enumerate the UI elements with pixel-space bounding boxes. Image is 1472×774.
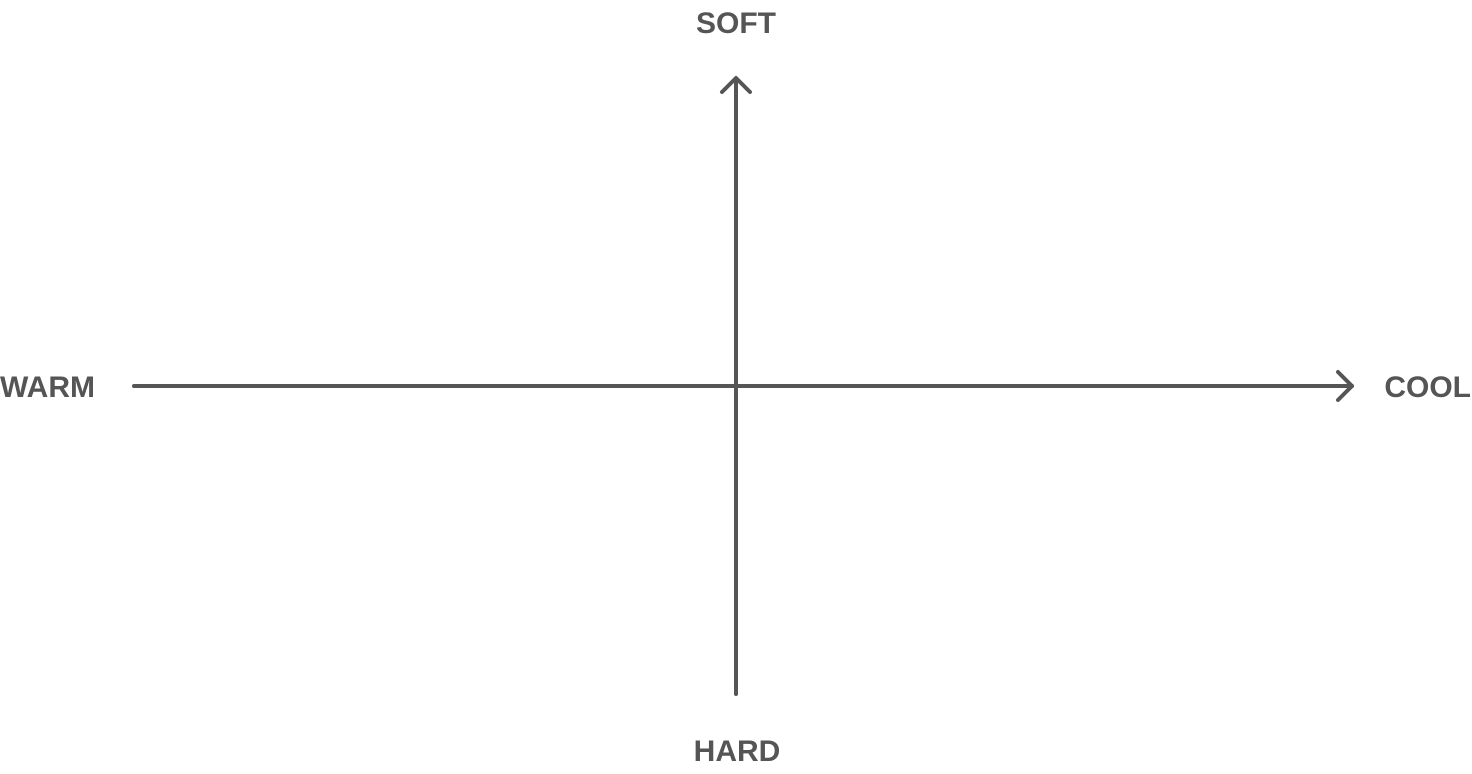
horizontal-axis-arrowhead	[1336, 370, 1354, 402]
horizontal-axis	[132, 370, 1354, 402]
axis-label-warm: WARM	[0, 371, 95, 404]
vertical-axis-arrowhead	[720, 76, 752, 94]
axis-label-hard: HARD	[693, 735, 781, 768]
axis-label-soft: SOFT	[696, 7, 776, 40]
axis-label-cool: COOL	[1384, 371, 1471, 404]
